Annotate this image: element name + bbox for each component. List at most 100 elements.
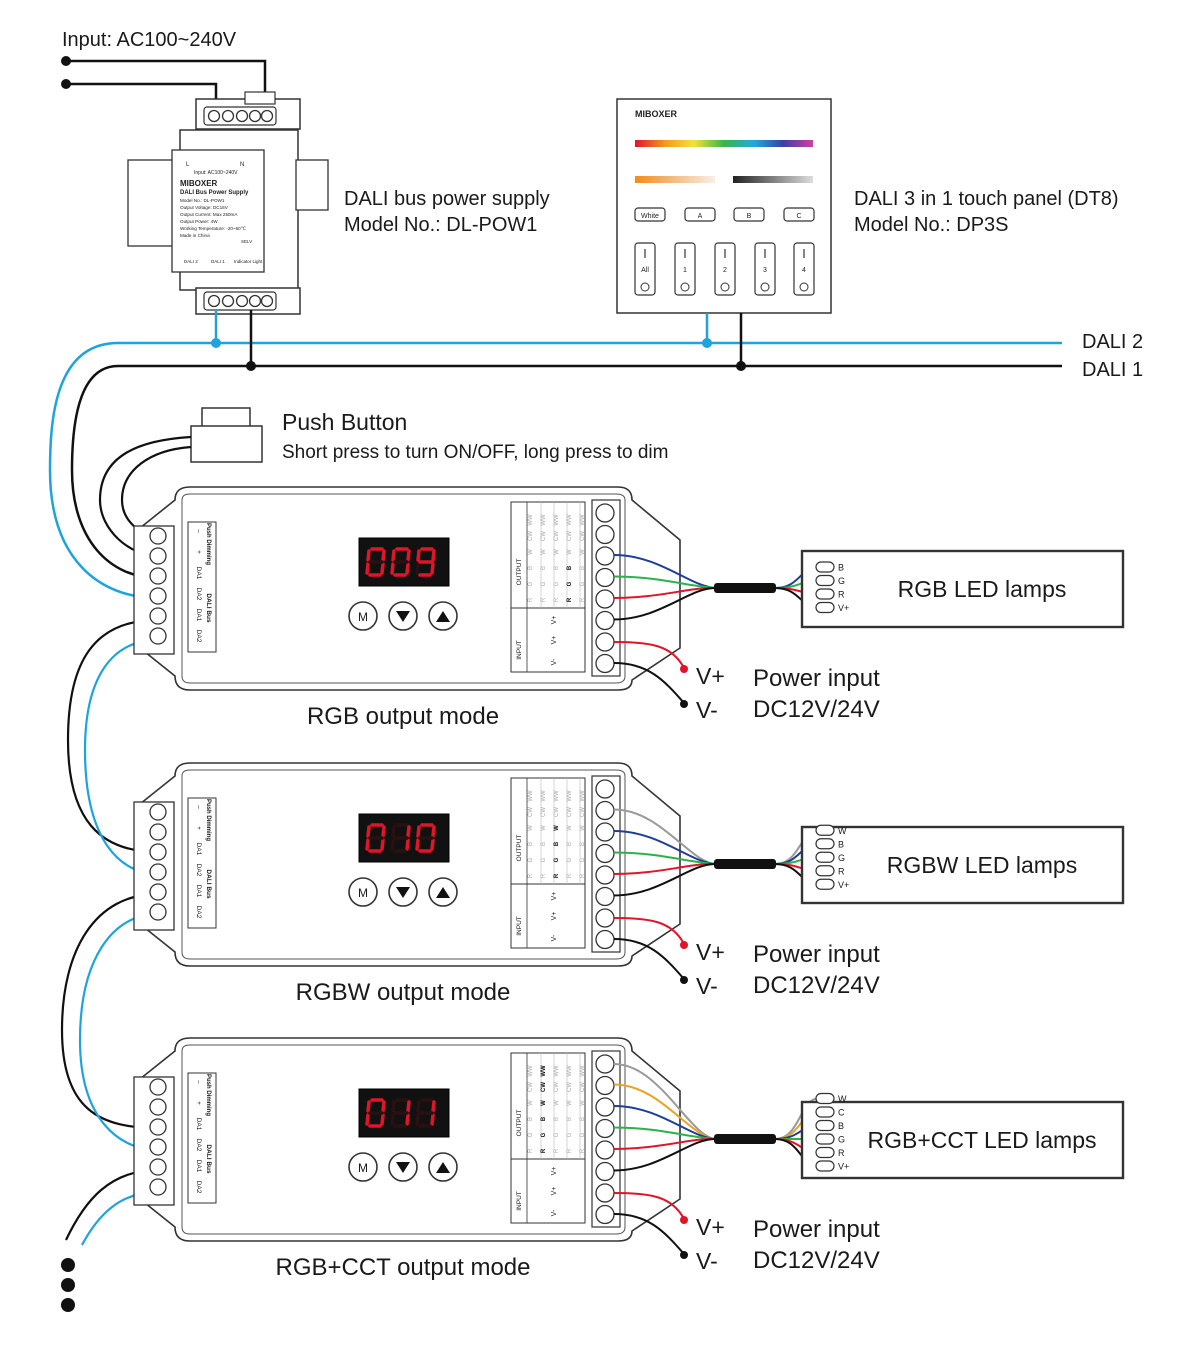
right-terminal-8[interactable] (595, 929, 615, 950)
table-vplus: V+ (551, 1167, 558, 1176)
push-dimming-label: Push Dimming (205, 799, 211, 841)
seg-f (391, 825, 396, 838)
output-wires (613, 808, 819, 897)
cable-sleeve (714, 859, 776, 869)
right-terminal-4[interactable] (595, 567, 615, 588)
right-terminal-1[interactable] (595, 503, 615, 523)
right-terminal-4[interactable] (595, 1118, 615, 1139)
right-terminal-2[interactable] (595, 800, 615, 821)
right-terminal-6[interactable] (595, 1161, 615, 1182)
up-button[interactable] (428, 1152, 458, 1182)
left-terminal-1[interactable] (149, 527, 167, 545)
left-terminal-1[interactable] (149, 1078, 167, 1096)
table-cell-0-4: CW (528, 531, 534, 541)
right-terminal-2[interactable] (595, 524, 615, 545)
left-terminal-4[interactable] (149, 1138, 167, 1156)
down-button[interactable] (388, 1152, 418, 1182)
dali-power-supply: L N Input: AC100~240V MIBOXER DALI Bus P… (127, 91, 329, 315)
color-slider-bar[interactable] (635, 140, 813, 147)
right-terminal-3[interactable] (595, 1097, 615, 1117)
panel-label-line2: Model No.: DP3S (854, 214, 1009, 236)
push-button[interactable] (190, 407, 263, 463)
scene-button-c[interactable]: C (783, 207, 815, 222)
left-terminal-5[interactable] (149, 607, 167, 625)
scene-button-b[interactable]: B (733, 207, 765, 222)
table-vminus: V- (551, 658, 558, 665)
table-cell-4-0: R (580, 597, 586, 602)
right-terminal-3[interactable] (595, 822, 615, 842)
left-terminal-5[interactable] (149, 1158, 167, 1176)
touch-panel: MIBOXER White A (616, 98, 832, 314)
right-terminal-3[interactable] (595, 546, 615, 566)
zone-button-all[interactable]: All (634, 242, 656, 296)
right-terminal-5[interactable] (595, 865, 615, 885)
right-terminal-5[interactable] (595, 1140, 615, 1160)
output-table: OUTPUTINPUTV+V+V-RGBWCWWWRGBWCWWWRGBWCWW… (510, 777, 586, 949)
left-terminal-3[interactable] (149, 567, 167, 585)
table-cell-2-1: G (554, 581, 560, 586)
output-table-frame (510, 501, 586, 673)
scene-button-a[interactable]: A (684, 207, 716, 222)
lamp-pin-label-6: V+ (838, 1162, 849, 1172)
push-button-desc: Short press to turn ON/OFF, long press t… (282, 442, 668, 463)
left-terminal-1[interactable] (149, 803, 167, 821)
left-terminal-4[interactable] (149, 863, 167, 881)
table-cell-4-5: WW (580, 790, 586, 802)
power-dot-vplus (680, 941, 688, 949)
right-terminal-7[interactable] (595, 1183, 615, 1203)
down-button[interactable] (388, 601, 418, 631)
right-terminal-7[interactable] (595, 632, 615, 652)
right-terminal-7[interactable] (595, 908, 615, 928)
right-terminal-6[interactable] (595, 610, 615, 631)
up-button[interactable] (428, 601, 458, 631)
zone-button-3[interactable]: 3 (754, 242, 776, 296)
right-terminal-5[interactable] (595, 589, 615, 609)
m-button[interactable]: M (348, 877, 378, 907)
lamp-pin-1 (815, 561, 835, 573)
power-dot-vminus (680, 1251, 688, 1259)
zone-button-1[interactable]: 1 (674, 242, 696, 296)
right-terminal-4[interactable] (595, 843, 615, 864)
display-digit-3 (415, 823, 436, 853)
brightness-slider-bar[interactable] (733, 176, 813, 183)
table-cell-2-1: G (554, 857, 560, 862)
left-terminal-4[interactable] (149, 587, 167, 605)
left-terminal-2[interactable] (149, 547, 167, 565)
right-terminal-8[interactable] (595, 1204, 615, 1225)
left-terminal-2[interactable] (149, 823, 167, 841)
zone-button-2[interactable]: 2 (714, 242, 736, 296)
right-terminal-1[interactable] (595, 779, 615, 799)
table-cell-3-3: W (567, 1100, 573, 1106)
seg-c (380, 1113, 385, 1126)
display-digit-1 (365, 547, 386, 577)
terminal-label-1: – (195, 529, 202, 533)
terminal-label-4: DA2 (195, 1139, 202, 1152)
left-terminal-5[interactable] (149, 883, 167, 901)
seg-f (416, 1100, 421, 1113)
down-button[interactable] (388, 877, 418, 907)
left-terminal-6[interactable] (149, 627, 167, 645)
table-cell-2-4: CW (554, 1082, 560, 1092)
m-button[interactable]: M (348, 601, 378, 631)
m-button[interactable]: M (348, 1152, 378, 1182)
left-terminal-2[interactable] (149, 1098, 167, 1116)
zone-button-4[interactable]: 4 (793, 242, 815, 296)
left-terminal-6[interactable] (149, 903, 167, 921)
table-cell-2-2: B (554, 566, 560, 570)
left-terminal-3[interactable] (149, 1118, 167, 1136)
left-terminal-3[interactable] (149, 843, 167, 861)
ps-spec-4: Working Temperature: -20~60℃ (180, 226, 246, 231)
seg-e (415, 838, 420, 851)
up-button[interactable] (428, 877, 458, 907)
ac-terminal-l (61, 56, 71, 66)
scene-button-white[interactable]: White (634, 207, 666, 222)
right-terminal-6[interactable] (595, 886, 615, 907)
right-terminal-1[interactable] (595, 1054, 615, 1074)
left-terminal-6[interactable] (149, 1178, 167, 1196)
right-terminal-8[interactable] (595, 653, 615, 674)
bus-dali2-label: DALI 2 (1082, 331, 1143, 353)
m-button-label: M (358, 610, 368, 624)
cct-slider-bar[interactable] (635, 176, 715, 183)
right-terminal-2[interactable] (595, 1075, 615, 1096)
